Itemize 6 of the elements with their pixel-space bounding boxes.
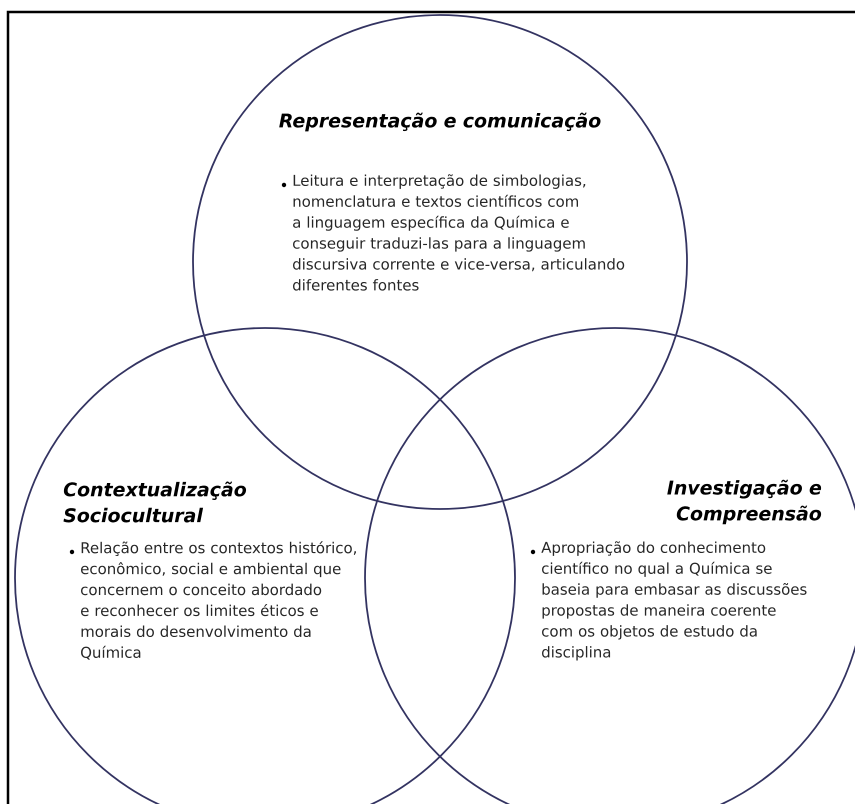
body-text: Apropriação do conhecimento científico no qual a Química se baseia para embasar as discussões propostas de maneira coerente com os objetos de estudo da disciplina [541, 541, 807, 661]
heading: Representação e comunicação [279, 112, 601, 132]
heading: Investigação e Compreensão [667, 480, 822, 524]
body-text: Relação entre os contextos histórico, econômico, social e ambiental que concernem o conceito abordado e reconhecer os limites éticos e morais do desenvolvimento da Química [81, 541, 356, 660]
heading: Contextualização Sociocultural [63, 482, 246, 522]
body-text: Leitura e interpretação de simbologias, nomenclatura e textos científicos com a linguagem específica da Química e conseguir traduzi-las para a linguagem discursiva corrente e vice-versa, articulando diferentes fontes [293, 174, 624, 291]
